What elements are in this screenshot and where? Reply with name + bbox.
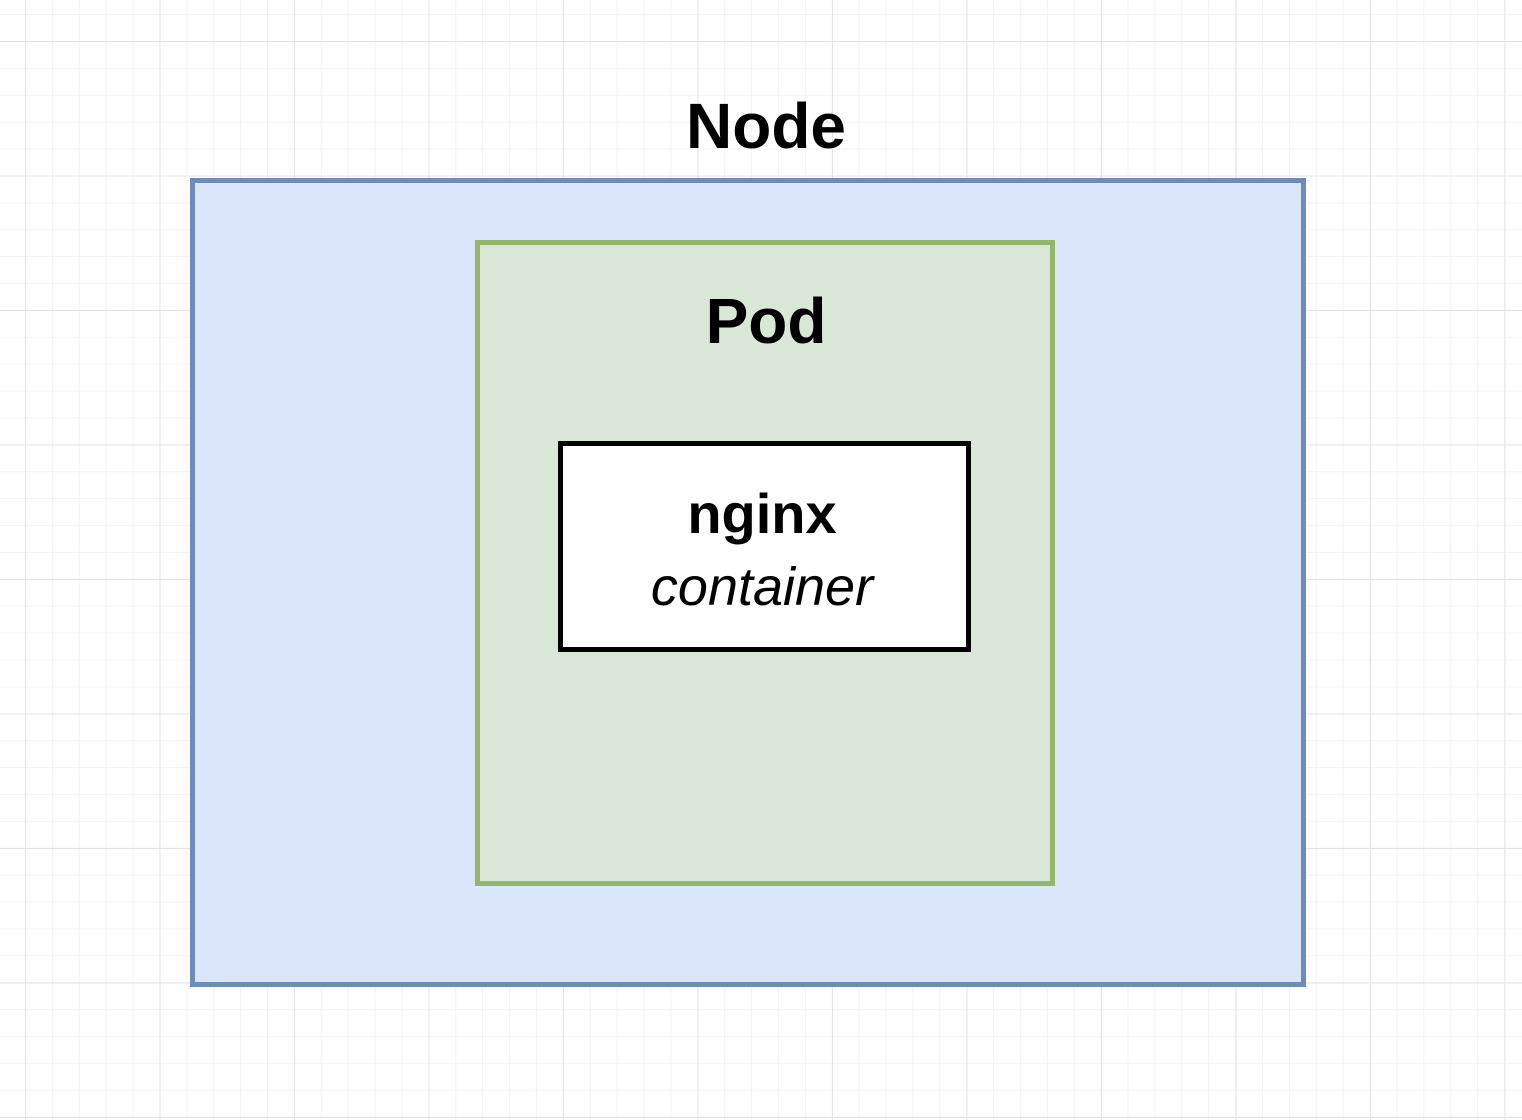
pod-label: Pod	[705, 285, 827, 357]
container-kind-label: container	[650, 557, 874, 617]
node-label: Node	[686, 90, 846, 162]
container-name-label: nginx	[687, 482, 837, 545]
container-box[interactable]	[558, 441, 971, 652]
